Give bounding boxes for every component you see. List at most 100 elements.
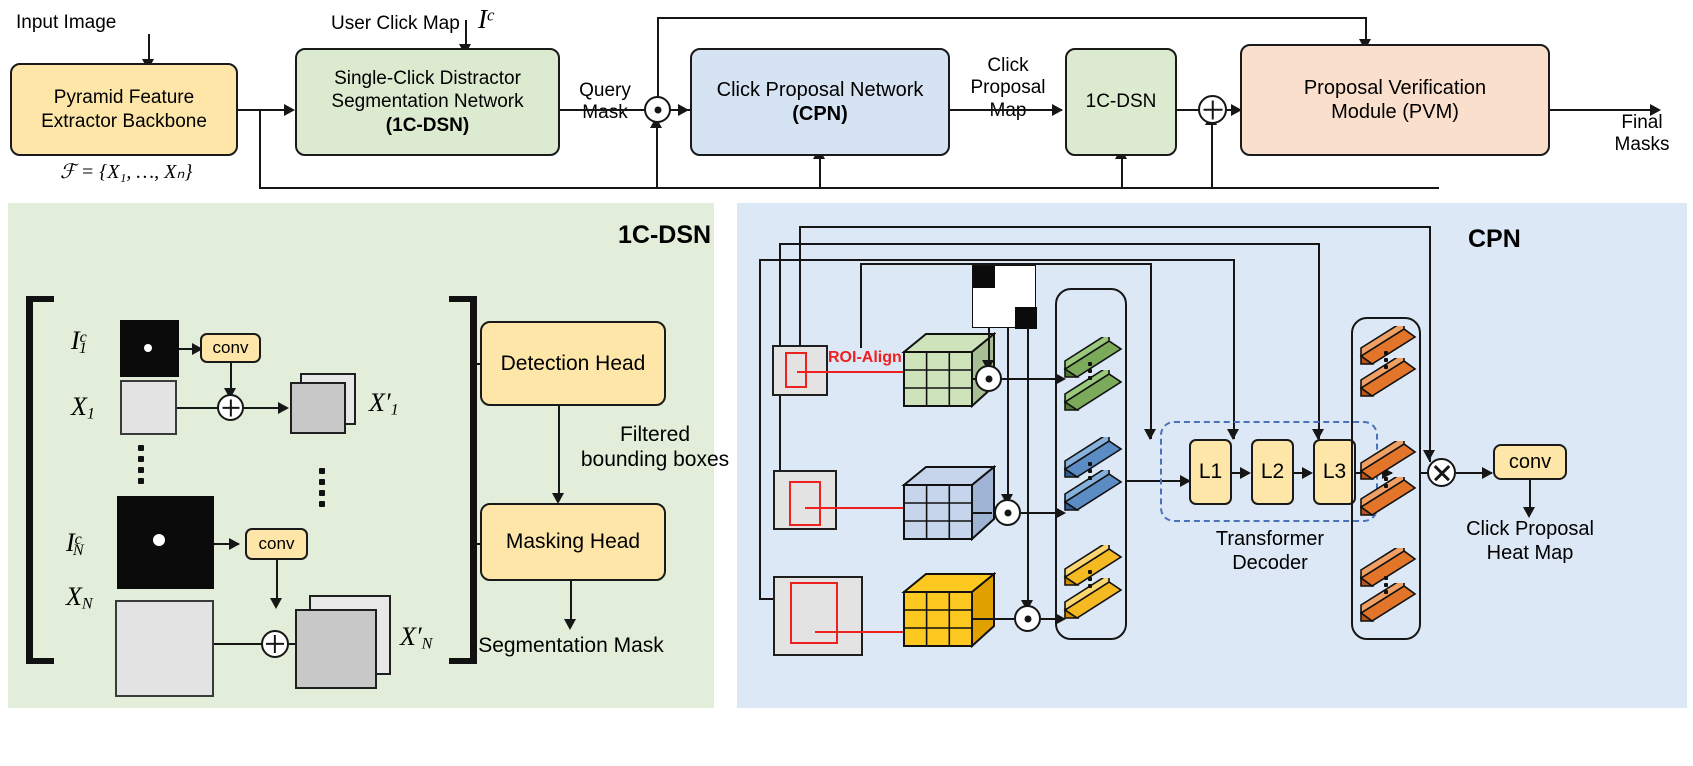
cube2-to-mul2-line: [972, 512, 992, 514]
click-point: [144, 344, 152, 352]
mask-to-mul2-line: [1007, 328, 1009, 496]
pvm-label-line2: Module (PVM): [1331, 101, 1459, 123]
row1-conv-label: conv: [212, 337, 249, 357]
decoder-layer-l1[interactable]: L1: [1189, 439, 1232, 505]
bracket-bottom-arm: [26, 658, 54, 664]
mul2-out-arrowhead: [1055, 507, 1066, 519]
dsn-label-line3: (1C-DSN): [385, 114, 470, 136]
cpn-vector-yellow-2: [1063, 572, 1123, 627]
box-masking-head[interactable]: Masking Head: [480, 503, 666, 581]
query-feedback-up-line: [657, 18, 659, 97]
oplus-bar-v: [273, 635, 277, 653]
cpn-rail3-left: [759, 259, 761, 599]
bracket-top-arm: [26, 296, 54, 302]
pvm-out-line: [1550, 109, 1658, 111]
cpn-conv-label: conv: [1508, 450, 1552, 473]
dsn-row1-feat-line: [177, 407, 219, 409]
cpn-out-vector-2: [1359, 351, 1417, 405]
cpn-right-vector-container: [1351, 317, 1421, 640]
cpn-rail3-right: [1233, 259, 1235, 439]
dsn-row1-conv[interactable]: conv: [200, 333, 261, 363]
cpn-roi-box-3: [790, 582, 838, 644]
cpn-vector-green-1: [1063, 331, 1123, 386]
dsn-rowN-conv[interactable]: conv: [245, 528, 308, 560]
cross-to-conv-arrowhead: [1482, 467, 1493, 479]
heatmap-line2: Heat Map: [1486, 541, 1574, 564]
vecbar-svg: [1063, 431, 1123, 478]
cube-svg-green: [901, 331, 997, 409]
final-masks-line2: Masks: [1614, 134, 1670, 156]
segmentation-mask-label: Segmentation Mask: [478, 634, 664, 657]
query-feedback-down-line: [1365, 17, 1367, 42]
dsn2-label: 1C-DSN: [1085, 91, 1157, 113]
detection-to-masking-arrowhead: [552, 493, 564, 504]
dsn-row1-click-map: [120, 320, 179, 377]
backbone-to-dsn-line: [238, 109, 288, 111]
cpn-yellow-vectors-dots: [1088, 570, 1092, 588]
cpn-out-vector-5: [1359, 541, 1417, 595]
box-single-click-distractor-segmentation-network[interactable]: Single-Click Distractor Segmentation Net…: [295, 48, 560, 156]
cpn-label-line2: (CPN): [792, 103, 848, 125]
cpn-operator-multiply-1: [975, 365, 1002, 392]
cpn-roi-feature-cube-yellow: [900, 570, 997, 650]
dsn-row1-click-label: Ic1: [71, 326, 87, 358]
cpn-roi-feature-cube-blue: [900, 463, 997, 543]
conv-to-heatmap-arrowhead: [1523, 507, 1535, 518]
box-pyramid-feature-extractor-backbone[interactable]: Pyramid Feature Extractor Backbone: [10, 63, 238, 156]
transformer-decoder-caption: Transformer Decoder: [1164, 528, 1376, 575]
dsn-to-querymul-line: [560, 109, 644, 111]
right-vectors-to-cross-line: [1421, 472, 1431, 474]
decoder-l3-label: L3: [1322, 460, 1347, 484]
cpn-image-crop-2: [773, 470, 837, 530]
odot-dot: [985, 375, 992, 382]
dsn-row1-click-to-conv-arrowhead: [192, 343, 203, 355]
dsn-row1-feature-map: [120, 380, 177, 435]
cpn-to-dsn2-arrowhead: [1052, 104, 1063, 116]
input-image-label: Input Image: [16, 12, 117, 33]
cpn-conv[interactable]: conv: [1493, 444, 1567, 480]
cpn-to-dsn2-line: [950, 109, 1062, 111]
box-proposal-verification-module[interactable]: Proposal Verification Module (PVM): [1240, 44, 1550, 156]
feature-bus-to-dsn2-line: [1121, 153, 1123, 189]
input-image-arrow-line: [148, 34, 150, 62]
panel-cpn-title: CPN: [1468, 225, 1521, 253]
cpn-operator-multiply-3: [1014, 605, 1041, 632]
final-masks-line1: Final: [1621, 112, 1663, 133]
query-mask-label: Query Mask: [567, 80, 643, 125]
cpn-out-vector-4: [1359, 470, 1417, 524]
decoder-layer-l3[interactable]: L3: [1313, 439, 1356, 505]
mask-to-mul1-line: [988, 328, 990, 363]
rowN-click-base: I: [66, 528, 75, 557]
cube-svg-blue: [901, 464, 997, 542]
rowN-conv-label: conv: [258, 533, 295, 553]
cpn-rail4-arrowhead: [1144, 429, 1156, 440]
row1-click-base: I: [71, 326, 80, 355]
cpn-left-vector-container: [1055, 288, 1127, 640]
cpn-binary-mask: [972, 265, 1037, 329]
cpn-roi-align-line-1: [797, 371, 914, 373]
dsn-rowN-feature-map: [115, 600, 214, 697]
mul1-out-arrowhead: [1055, 373, 1066, 385]
oplus-bar-v: [1211, 100, 1214, 119]
box-click-proposal-network[interactable]: Click Proposal Network (CPN): [690, 48, 950, 156]
box-1c-dsn-second[interactable]: 1C-DSN: [1065, 48, 1177, 156]
dsn-rowN-output-label: X′N: [400, 622, 432, 654]
cpn-rail4-top: [860, 263, 1152, 265]
cpmap-line2: Proposal: [970, 77, 1046, 99]
rowN-out-sub: N: [421, 635, 433, 653]
decoder-l2-label: L2: [1260, 460, 1285, 484]
backbone-label-line1: Pyramid Feature: [53, 87, 195, 109]
cpn-vector-yellow-1: [1063, 539, 1123, 594]
rowN-feat-base: X: [66, 582, 82, 611]
dsn-row1-add-to-out-arrowhead: [278, 402, 289, 414]
row1-feat-base: X: [71, 392, 87, 421]
vecbar-svg: [1063, 464, 1123, 511]
cube-svg-yellow: [901, 571, 997, 649]
cpn-out-vectors-dots-3: [1384, 576, 1388, 594]
box-detection-head[interactable]: Detection Head: [480, 321, 666, 406]
cpn-rail3-top: [759, 259, 1235, 261]
decoder-layer-l2[interactable]: L2: [1251, 439, 1294, 505]
vecbar-svg: [1063, 572, 1123, 619]
cpn-rail1-left: [799, 226, 801, 346]
mul2-out-line: [1021, 512, 1064, 514]
